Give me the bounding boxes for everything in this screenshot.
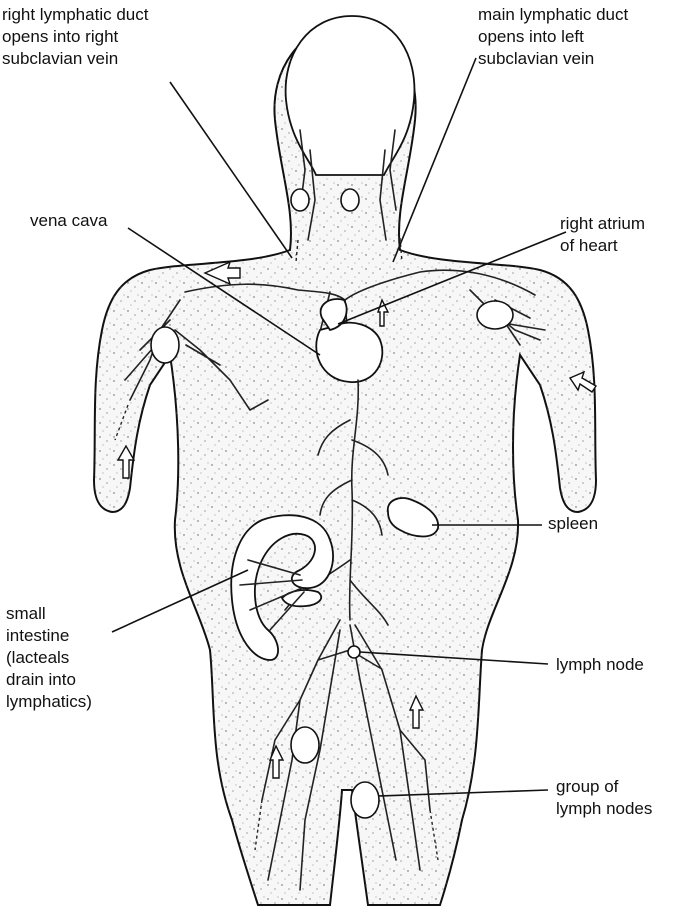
label-right-atrium: right atrium of heart bbox=[560, 213, 645, 257]
label-lymph-node: lymph node bbox=[556, 654, 644, 676]
label-small-intestine: small intestine (lacteals drain into lym… bbox=[6, 603, 92, 713]
head bbox=[286, 16, 415, 175]
label-main-lymphatic-duct: main lymphatic duct opens into left subc… bbox=[478, 4, 628, 70]
lymph-node-marker bbox=[348, 646, 360, 658]
label-right-lymphatic-duct: right lymphatic duct opens into right su… bbox=[2, 4, 148, 70]
label-spleen: spleen bbox=[548, 513, 598, 535]
label-group-of-lymph-nodes: group of lymph nodes bbox=[556, 776, 652, 820]
label-vena-cava: vena cava bbox=[30, 210, 108, 232]
